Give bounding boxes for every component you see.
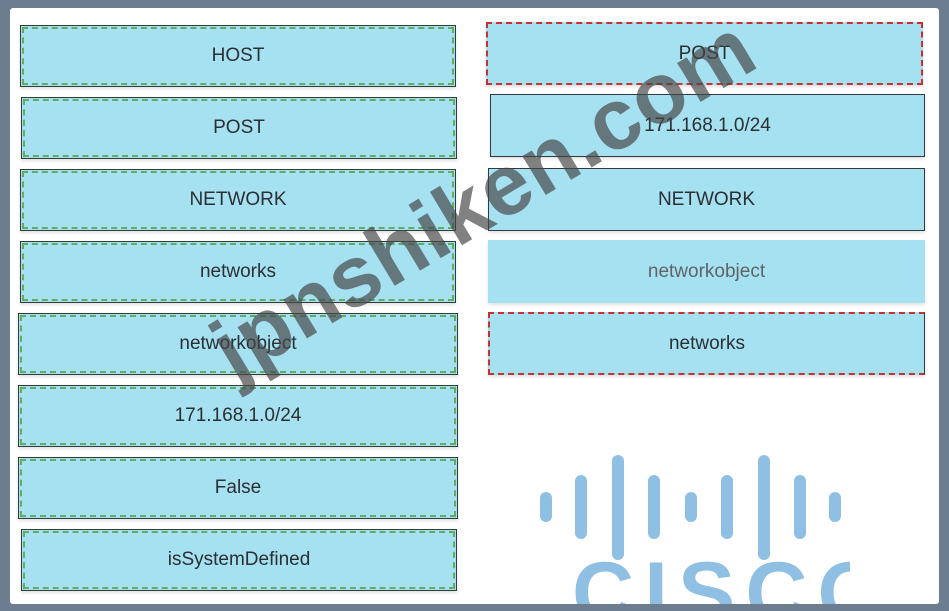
source-item-label: networkobject [179, 333, 297, 354]
target-slot-label: 171.168.1.0/24 [644, 114, 771, 136]
target-slot-label: networkobject [647, 260, 766, 282]
source-item-host[interactable]: HOST [20, 25, 456, 87]
cisco-bars-icon [540, 455, 841, 560]
target-slot-4[interactable]: networkobject [488, 240, 925, 303]
cisco-logo: CISCO [540, 455, 850, 604]
source-item-label: False [214, 477, 262, 498]
source-item-label: POST [213, 117, 265, 138]
source-item-issystemdefined[interactable]: isSystemDefined [21, 529, 457, 591]
source-item-networkobject[interactable]: networkobject [18, 313, 458, 375]
target-slot-1[interactable]: POST [486, 22, 923, 85]
source-item-networks[interactable]: networks [20, 241, 456, 303]
source-item-false[interactable]: False [18, 457, 458, 519]
target-slot-label: networks [668, 332, 746, 354]
target-slot-label: NETWORK [657, 188, 756, 210]
target-slot-2[interactable]: 171.168.1.0/24 [490, 94, 925, 157]
cisco-wordmark: CISCO [572, 545, 850, 604]
source-item-post[interactable]: POST [21, 97, 457, 159]
source-item-label: NETWORK [189, 189, 287, 210]
source-item-label: HOST [211, 45, 265, 66]
drag-drop-panel: HOST POST NETWORK networks networkobject… [10, 8, 939, 604]
source-item-label: isSystemDefined [167, 549, 311, 570]
target-slot-5[interactable]: networks [488, 312, 925, 375]
source-item-network[interactable]: NETWORK [20, 169, 456, 231]
source-item-ip-range[interactable]: 171.168.1.0/24 [18, 385, 458, 447]
target-slot-label: POST [678, 42, 731, 64]
source-item-label: 171.168.1.0/24 [174, 405, 302, 426]
source-item-label: networks [199, 261, 277, 282]
target-slot-3[interactable]: NETWORK [488, 168, 925, 231]
